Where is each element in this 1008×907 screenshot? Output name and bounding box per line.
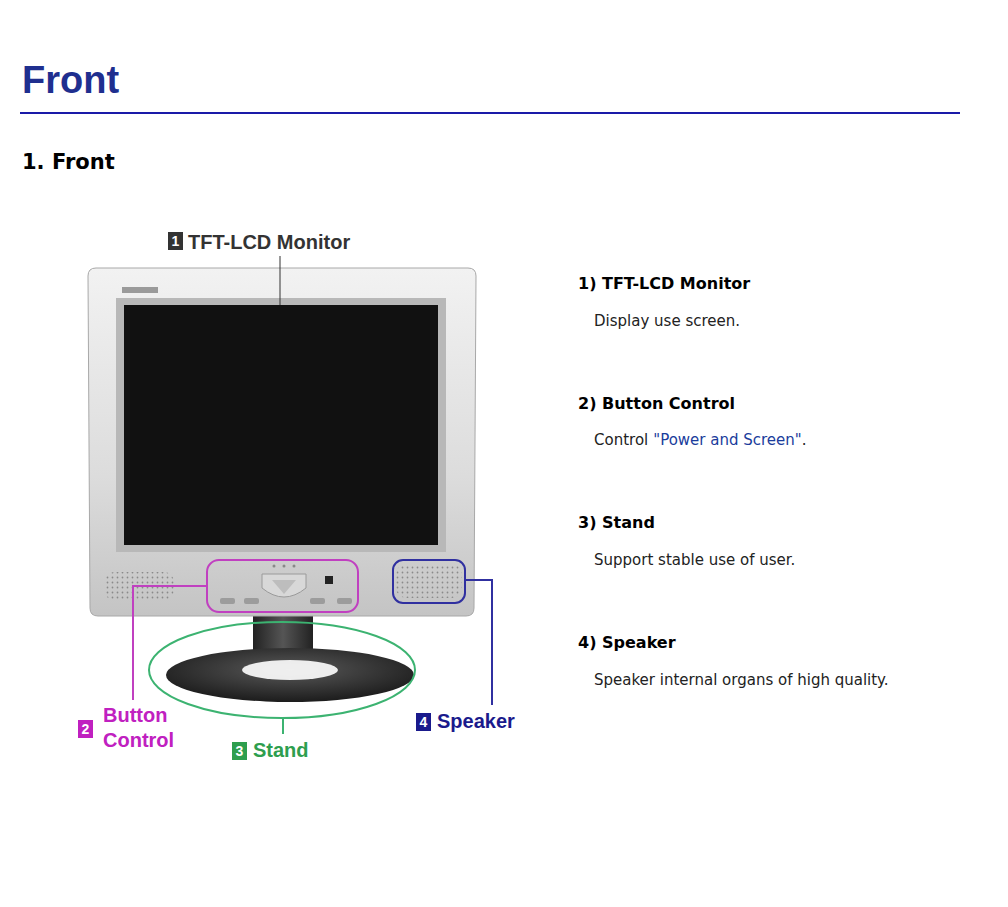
- highlight-outline: [207, 560, 358, 612]
- leader-line: [280, 256, 281, 305]
- section-heading: 1. Front: [22, 150, 115, 174]
- part-name: Stand: [253, 738, 309, 763]
- heading-rule: [20, 112, 960, 114]
- screen: [124, 305, 438, 545]
- indicator: [293, 565, 296, 568]
- part-name: TFT-LCD Monitor: [188, 230, 350, 255]
- link-text: "Power and Screen": [653, 431, 801, 449]
- highlight-outline: [393, 560, 465, 603]
- button: [244, 598, 259, 604]
- control-button: [262, 574, 306, 597]
- control-button: [272, 580, 296, 594]
- brand-mark: [122, 287, 158, 293]
- screen-frame: [116, 298, 446, 552]
- speaker-grille: [396, 564, 462, 598]
- button: [310, 598, 325, 604]
- item-description: Control: [594, 431, 648, 449]
- page-title: Front: [22, 58, 119, 102]
- callout-number: 1: [168, 232, 183, 250]
- button: [220, 598, 235, 604]
- leader-line: [465, 580, 492, 705]
- item-description: .: [802, 431, 807, 449]
- monitor-bezel: [88, 268, 476, 616]
- callout-number: 2: [78, 720, 93, 738]
- indicator: [283, 565, 286, 568]
- highlight-outline: [149, 622, 415, 718]
- stand-base: [166, 648, 414, 702]
- callout-number: 3: [232, 742, 247, 760]
- stand-hole: [242, 660, 338, 680]
- item-description: Display use screen.: [594, 312, 740, 330]
- power-led: [325, 576, 333, 584]
- item-heading: 2) Button Control: [578, 394, 735, 413]
- item-heading: 1) TFT-LCD Monitor: [578, 274, 750, 293]
- leader-line: [282, 718, 284, 734]
- part-name: Button Control: [103, 703, 198, 753]
- callout-number: 4: [416, 713, 431, 731]
- indicator: [273, 565, 276, 568]
- item-heading: 4) Speaker: [578, 633, 676, 652]
- item-heading: 3) Stand: [578, 513, 655, 532]
- item-description: Speaker internal organs of high quality.: [594, 671, 889, 689]
- item-description: Support stable use of user.: [594, 551, 795, 569]
- part-name: Speaker: [437, 709, 515, 734]
- button: [337, 598, 352, 604]
